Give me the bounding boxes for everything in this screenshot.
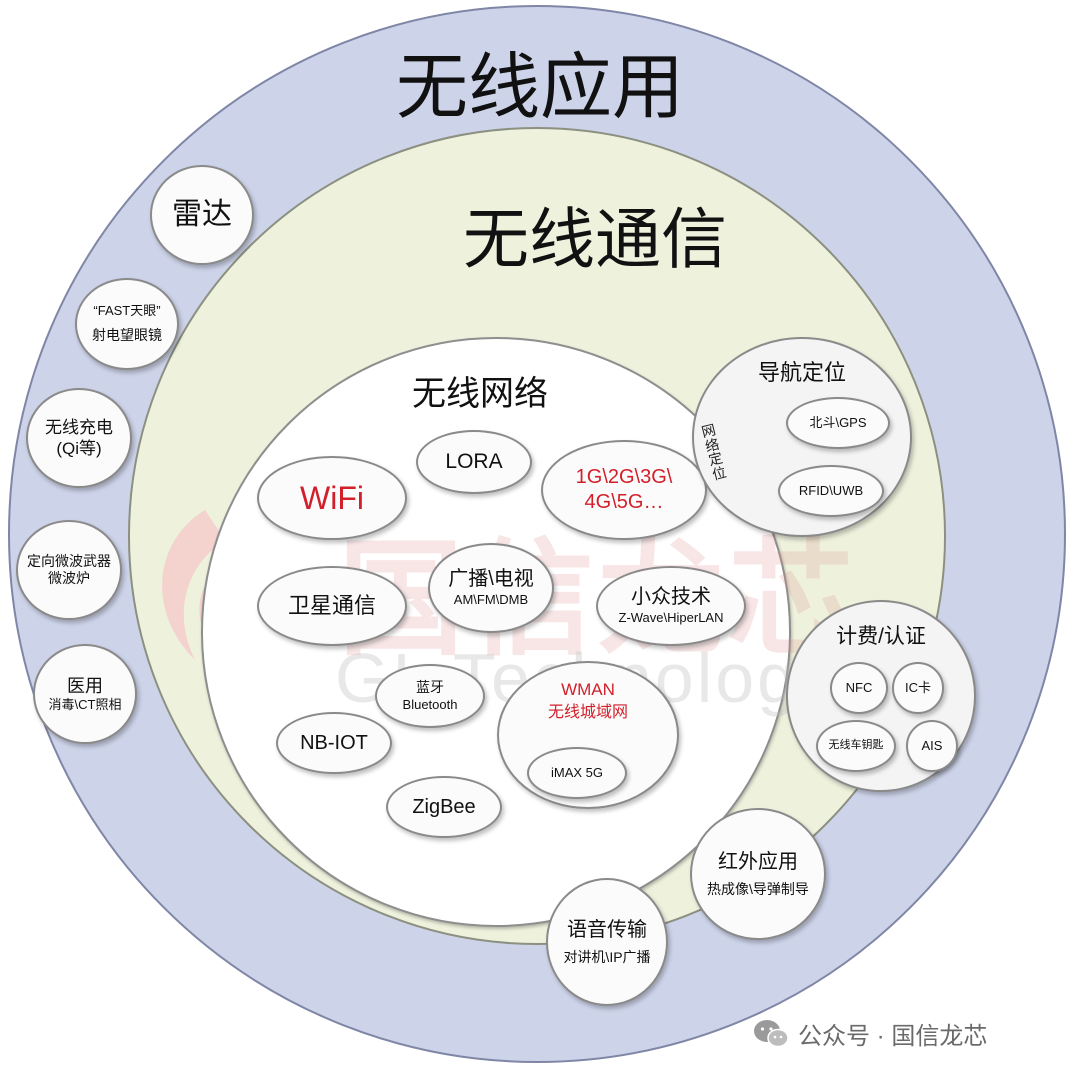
wireless-charging-label-line2: (Qi等) xyxy=(56,439,102,458)
bluetooth-node[interactable]: 蓝牙 Bluetooth xyxy=(375,664,485,728)
medical-label-line2: 消毒\CT照相 xyxy=(48,697,122,713)
wireless-communication-title: 无线通信 xyxy=(463,202,727,276)
broadcast-label-line1: 广播\电视 xyxy=(448,568,534,591)
wman-label-line2: 无线城域网 xyxy=(547,704,628,721)
wman-label-line1: WMAN xyxy=(561,680,615,699)
navigation-title: 导航定位 xyxy=(757,360,846,385)
wireless-applications-title: 无线应用 xyxy=(395,48,684,128)
fast-telescope-label-line1: “FAST天眼” xyxy=(93,303,161,319)
wifi-label: WiFi xyxy=(300,480,364,516)
wireless-car-key-node[interactable]: 无线车钥匙 xyxy=(816,720,896,772)
fast-telescope-label-line2: 射电望眼镜 xyxy=(92,327,162,344)
microwave-node[interactable]: 定向微波武器 微波炉 xyxy=(16,520,122,620)
microwave-label-line2: 微波炉 xyxy=(48,570,90,586)
broadcast-node[interactable]: 广播\电视 AM\FM\DMB xyxy=(428,543,554,633)
voice-transmission-node[interactable]: 语音传输 对讲机\IP广播 xyxy=(546,878,668,1006)
beidou-gps-label: 北斗\GPS xyxy=(809,414,867,430)
lora-node[interactable]: LORA xyxy=(416,430,532,494)
wireless-charging-label-line1: 无线充电 xyxy=(45,417,113,437)
rfid-uwb-node[interactable]: RFID\UWB xyxy=(778,465,884,517)
wireless-network-title: 无线网络 xyxy=(412,375,548,413)
medical-label-line1: 医用 xyxy=(67,675,103,696)
satellite-label: 卫星通信 xyxy=(287,593,376,619)
ais-label: AIS xyxy=(921,737,943,753)
navigation-group[interactable]: 导航定位 北斗\GPS RFID\UWB 网络定位 xyxy=(692,337,912,537)
zigbee-label: ZigBee xyxy=(412,795,476,818)
beidou-gps-node[interactable]: 北斗\GPS xyxy=(786,397,890,449)
infrared-label-line2: 热成像\导弹制导 xyxy=(707,880,809,897)
ic-card-label: IC卡 xyxy=(904,679,931,695)
niche-tech-label-line1: 小众技术 xyxy=(631,586,711,609)
wireless-charging-node[interactable]: 无线充电 (Qi等) xyxy=(26,388,132,488)
radar-node[interactable]: 雷达 xyxy=(150,165,254,265)
billing-group[interactable]: 计费/认证 NFC IC卡 无线车钥匙 AIS xyxy=(786,600,976,792)
infrared-node[interactable]: 红外应用 热成像\导弹制导 xyxy=(690,808,826,940)
niche-tech-node[interactable]: 小众技术 Z-Wave\HiperLAN xyxy=(596,566,746,646)
nbiot-node[interactable]: NB-IOT xyxy=(276,712,392,774)
lora-label: LORA xyxy=(445,449,503,473)
wireless-car-key-label: 无线车钥匙 xyxy=(828,739,884,752)
nfc-label: NFC xyxy=(845,679,873,695)
rfid-uwb-label: RFID\UWB xyxy=(798,482,864,498)
bluetooth-label-line2: Bluetooth xyxy=(402,696,458,712)
voice-transmission-label-line2: 对讲机\IP广播 xyxy=(563,948,651,965)
cellular-node[interactable]: 1G\2G\3G\ 4G\5G… xyxy=(541,440,707,540)
wechat-footer-text: 公众号 · 国信龙芯 xyxy=(798,1023,988,1050)
zigbee-node[interactable]: ZigBee xyxy=(386,776,502,838)
satellite-node[interactable]: 卫星通信 xyxy=(257,566,407,646)
cellular-label-line2: 4G\5G… xyxy=(584,491,664,513)
wimax-label: iMAX 5G xyxy=(550,764,603,780)
ais-node[interactable]: AIS xyxy=(906,720,958,772)
nfc-node[interactable]: NFC xyxy=(830,662,888,714)
niche-tech-label-line2: Z-Wave\HiperLAN xyxy=(618,610,724,626)
wechat-icon xyxy=(754,1019,789,1047)
fast-telescope-node[interactable]: “FAST天眼” 射电望眼镜 xyxy=(75,278,179,370)
microwave-label-line1: 定向微波武器 xyxy=(27,552,111,569)
billing-title: 计费/认证 xyxy=(836,625,926,648)
medical-node[interactable]: 医用 消毒\CT照相 xyxy=(33,644,137,744)
cellular-label-line1: 1G\2G\3G\ xyxy=(575,466,673,488)
wechat-footer: 公众号 · 国信龙芯 xyxy=(752,1016,987,1051)
infrared-label-line1: 红外应用 xyxy=(718,850,798,873)
radar-label: 雷达 xyxy=(172,198,232,232)
ic-card-node[interactable]: IC卡 xyxy=(892,662,944,714)
nbiot-label: NB-IOT xyxy=(300,731,368,754)
voice-transmission-label-line1: 语音传输 xyxy=(567,918,647,941)
broadcast-label-line2: AM\FM\DMB xyxy=(453,592,529,608)
wifi-node[interactable]: WiFi xyxy=(257,456,407,540)
bluetooth-label-line1: 蓝牙 xyxy=(416,679,444,696)
wimax-node[interactable]: iMAX 5G xyxy=(527,747,627,799)
network-positioning-label: 网络定位 xyxy=(699,421,728,483)
wman-node[interactable]: WMAN 无线城域网 iMAX 5G xyxy=(497,661,679,809)
